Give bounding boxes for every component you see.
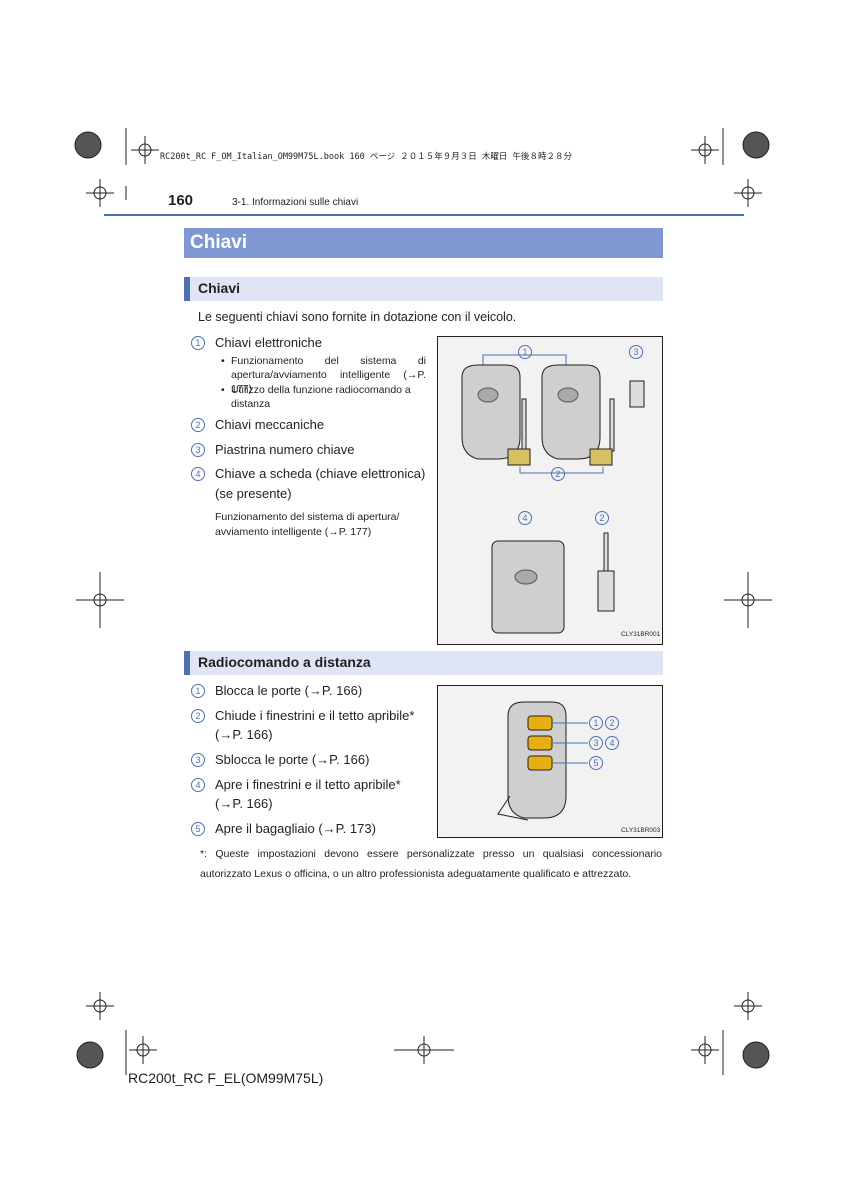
- remote-drawing: [497, 701, 588, 821]
- item-label: Chiavi meccaniche: [215, 417, 325, 432]
- item-number: 3: [191, 443, 205, 457]
- item-number: 1: [191, 336, 205, 350]
- header-rule: [104, 214, 744, 216]
- section-heading-text: Radiocomando a distanza: [198, 654, 371, 670]
- section-heading-text: Chiavi: [198, 280, 241, 296]
- callout: 1: [518, 345, 532, 359]
- item-label: Apre i finestrini e il tetto apribile*: [215, 777, 401, 792]
- keys-illustration: 1 3 2 4 2 CLY31BR001: [437, 336, 663, 645]
- item-label: Chiavi elettroniche: [215, 335, 322, 350]
- mechanical-key-icon: [597, 532, 615, 612]
- print-header: RC200t_RC F_OM_Italian_OM99M75L.book 160…: [160, 152, 572, 162]
- list-item: 4 Apre i finestrini e il tetto apribile*: [191, 775, 401, 794]
- item-number: 2: [191, 418, 205, 432]
- item-label: Sblocca le porte (→P. 166): [215, 752, 370, 767]
- key-number-plate-icon: [629, 380, 645, 408]
- item-number: 3: [191, 753, 205, 767]
- item-note: Funzionamento del sistema di apertura/ a…: [215, 511, 400, 538]
- callout: 2: [551, 467, 565, 481]
- item-label: Apre il bagagliaio (→P. 173): [215, 821, 376, 836]
- callout: 3: [589, 736, 603, 750]
- item-label-continued: (→P. 166): [215, 796, 273, 811]
- lock-button-icon: [527, 715, 553, 731]
- item-number: 2: [191, 709, 205, 723]
- mechanical-key-icon: [507, 398, 615, 466]
- page-number: 160: [168, 192, 194, 209]
- callout: 5: [589, 756, 603, 770]
- list-item: 4 Chiave a scheda (chiave elettronica): [191, 464, 426, 483]
- figure-code: CLY31BR001: [621, 631, 661, 638]
- callout: 4: [518, 511, 532, 525]
- sub-item: Utilizzo della funzione radiocomando a d…: [221, 383, 426, 411]
- item-label: Chiude i finestrini e il tetto apribile*: [215, 708, 415, 723]
- footnote: *: Queste impostazioni devono essere per…: [200, 844, 662, 884]
- list-item: 2 Chiude i finestrini e il tetto apribil…: [191, 706, 415, 725]
- item-label-continued: (→P. 166): [215, 727, 273, 742]
- unlock-button-icon: [527, 735, 553, 751]
- list-item: 3 Sblocca le porte (→P. 166): [191, 750, 370, 769]
- item-number: 5: [191, 822, 205, 836]
- page-title-bar: Chiavi: [184, 228, 663, 258]
- callout: 3: [629, 345, 643, 359]
- item-label-continued: (se presente): [215, 486, 292, 501]
- item-number: 1: [191, 684, 205, 698]
- keys-drawing: [461, 354, 645, 634]
- footnote-text: : Queste impostazioni devono essere pers…: [200, 848, 662, 880]
- card-key-icon: [491, 540, 565, 634]
- electronic-key-icon: [541, 364, 601, 460]
- list-item: 5 Apre il bagagliaio (→P. 173): [191, 819, 376, 838]
- remote-illustration: 1 2 3 4 5 CLY31BR003: [437, 685, 663, 838]
- intro-text: Le seguenti chiavi sono fornite in dotaz…: [198, 310, 517, 324]
- item-label: Chiave a scheda (chiave elettronica): [215, 466, 426, 481]
- list-item: 1 Blocca le porte (→P. 166): [191, 681, 363, 700]
- crop-target-icon: [74, 131, 102, 159]
- item-label: Blocca le porte (→P. 166): [215, 683, 363, 698]
- electronic-key-icon: [461, 364, 521, 460]
- callout: 2: [605, 716, 619, 730]
- section-heading-radiocomando: Radiocomando a distanza: [184, 651, 663, 675]
- callout: 1: [589, 716, 603, 730]
- item-number: 4: [191, 778, 205, 792]
- footnote-marker: *: [200, 848, 205, 860]
- callout: 2: [595, 511, 609, 525]
- figure-code: CLY31BR003: [621, 827, 661, 834]
- list-item: 1 Chiavi elettroniche: [191, 333, 322, 352]
- running-head: 3-1. Informazioni sulle chiavi: [232, 197, 359, 208]
- page-footer: RC200t_RC F_EL(OM99M75L): [128, 1070, 324, 1086]
- callout: 4: [605, 736, 619, 750]
- item-label: Piastrina numero chiave: [215, 442, 355, 457]
- section-heading-chiavi: Chiavi: [184, 277, 663, 301]
- item-number: 4: [191, 467, 205, 481]
- list-item: 3 Piastrina numero chiave: [191, 440, 355, 459]
- trunk-button-icon: [527, 755, 553, 771]
- page-title: Chiavi: [190, 232, 248, 253]
- list-item: 2 Chiavi meccaniche: [191, 415, 325, 434]
